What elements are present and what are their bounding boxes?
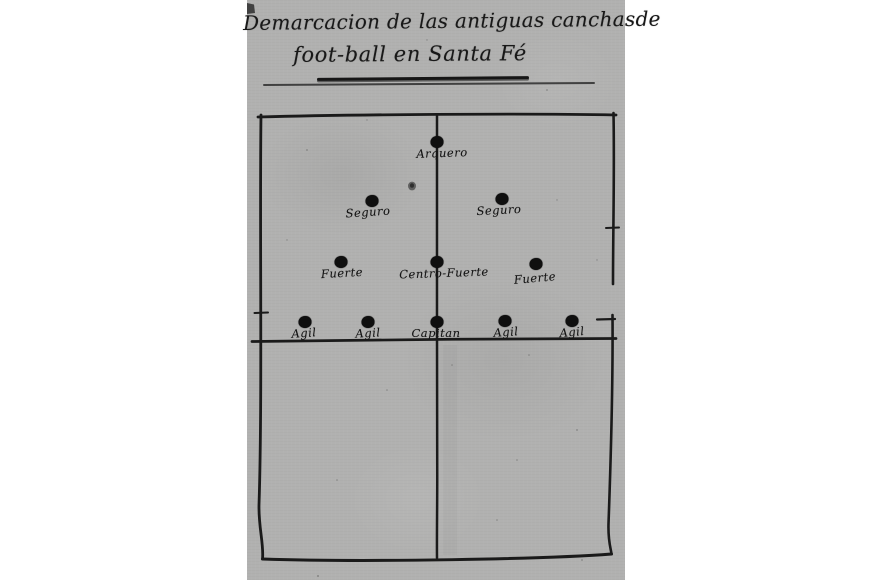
player-dot — [365, 195, 379, 207]
field-right-line-upper — [611, 111, 616, 286]
left-border-tick — [253, 311, 269, 314]
right-border-tick-mid — [595, 317, 617, 321]
paper-specks — [286, 39, 598, 577]
player-dot — [495, 193, 509, 205]
field-top-line — [256, 112, 618, 119]
player-dot — [361, 316, 375, 328]
player-dot — [334, 256, 348, 268]
player-label: Fuerte — [320, 264, 364, 282]
ink-stain-core — [409, 183, 415, 188]
right-border-tick-upper — [605, 226, 620, 229]
player-label: Capitan — [411, 326, 461, 340]
paper-edge-smudge — [247, 3, 255, 14]
player-label: Agil — [355, 325, 381, 341]
scanned-document: Demarcacion de las antiguas canchasde fo… — [243, 0, 661, 580]
player-label: Seguro — [476, 201, 522, 219]
scan-artifacts — [247, 3, 598, 577]
player-label: Seguro — [345, 203, 391, 221]
player-label: Centro-Fuerte — [398, 264, 489, 282]
player-dot — [430, 316, 444, 328]
field-right-line-lower — [607, 313, 614, 556]
player-dot — [498, 315, 512, 327]
player-label: Fuerte — [513, 269, 557, 287]
player-label: Agil — [492, 324, 519, 340]
field-bottom-line — [261, 552, 613, 562]
field-left-line — [257, 113, 265, 561]
player-dot — [430, 136, 444, 148]
field-diagram — [247, 3, 620, 577]
player-dot — [529, 258, 543, 270]
field-halfway-line — [250, 337, 618, 343]
player-dot — [565, 315, 579, 327]
player-dot — [298, 316, 312, 328]
player-label: Agil — [558, 323, 586, 341]
player-label: Arquero — [416, 145, 468, 161]
player-label: Agil — [290, 325, 317, 341]
player-dot — [430, 256, 444, 268]
